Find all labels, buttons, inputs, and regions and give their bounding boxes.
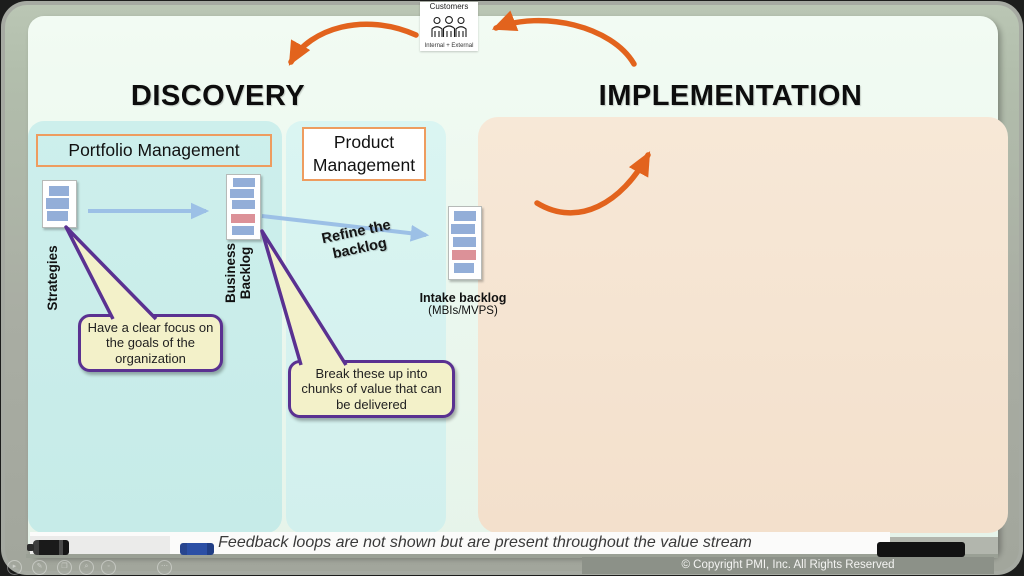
implementation-title: IMPLEMENTATION	[598, 80, 863, 112]
backlog-item-bar	[49, 186, 69, 196]
business-backlog-label-text: Business Backlog	[223, 242, 253, 304]
backlog-item-bar	[454, 263, 474, 273]
backlog-item-bar	[451, 224, 475, 234]
backlog-item-bar	[233, 178, 255, 187]
intake-backlog-icon	[448, 206, 482, 280]
feedback-note: Feedback loops are not shown but are pre…	[218, 534, 752, 551]
black-marker-left	[27, 540, 69, 555]
intake-backlog-label-title: Intake backlog	[419, 291, 507, 305]
pages-icon[interactable]: ❐	[57, 560, 72, 575]
product-management-label: Product Management	[302, 127, 426, 181]
copyright-bar: © Copyright PMI, Inc. All Rights Reserve…	[582, 557, 994, 574]
backlog-item-bar	[454, 211, 476, 221]
tray-edge-line	[26, 554, 998, 558]
play-icon[interactable]: ▸	[7, 560, 22, 575]
backlog-item-bar	[230, 189, 254, 198]
product-management-panel	[286, 121, 446, 533]
customers-title: Customers	[429, 2, 469, 11]
intake-backlog-label-sub: (MBIs/MVPS)	[428, 305, 498, 317]
business-backlog-label: Business Backlog	[223, 223, 255, 323]
backlog-item-bar	[232, 226, 254, 235]
callout-clear-focus: Have a clear focus on the goals of the o…	[78, 314, 223, 372]
customers-people-icon	[431, 16, 467, 37]
black-marker-right	[877, 542, 965, 557]
callout-clear-focus-text: Have a clear focus on the goals of the o…	[87, 320, 214, 366]
callout-break-up-text: Break these up into chunks of value that…	[301, 366, 442, 412]
discovery-title: DISCOVERY	[130, 80, 306, 112]
portfolio-management-label: Portfolio Management	[36, 134, 272, 167]
search-icon[interactable]: ⌕	[79, 560, 94, 575]
implementation-panel	[478, 117, 1008, 533]
tray-ledge	[30, 532, 890, 554]
strategies-label: Strategies	[45, 245, 60, 311]
backlog-item-bar	[47, 211, 68, 221]
customers-subtitle: Internal + External	[424, 43, 474, 49]
pencil-icon[interactable]: ✎	[32, 560, 47, 575]
strategies-backlog-icon	[42, 180, 77, 228]
product-management-label-text: Product Management	[312, 131, 416, 175]
more-icon[interactable]: ⋯	[157, 560, 172, 575]
backlog-item-bar	[46, 198, 69, 209]
backlog-item-bar	[232, 200, 255, 209]
intake-backlog-label: Intake backlog (MBIs/MVPS)	[413, 291, 513, 317]
customers-box: Customers Internal + External	[420, 2, 478, 51]
backlog-item-bar-priority	[452, 250, 476, 260]
business-backlog-icon	[226, 174, 261, 240]
backlog-item-bar	[453, 237, 476, 247]
callout-break-up: Break these up into chunks of value that…	[288, 360, 455, 418]
circle-icon[interactable]: ◦	[101, 560, 116, 575]
backlog-item-bar-priority	[231, 214, 255, 223]
blue-marker	[180, 543, 214, 555]
